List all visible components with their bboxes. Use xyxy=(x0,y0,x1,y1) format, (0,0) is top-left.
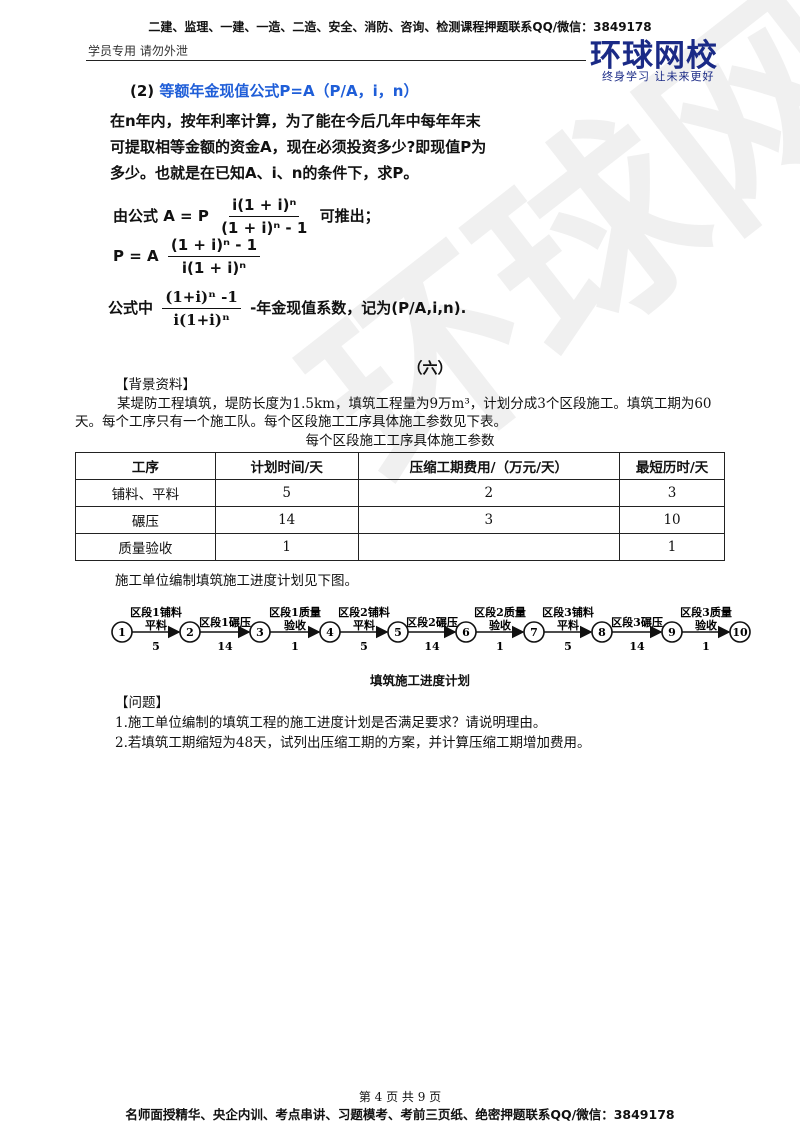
schedule-caption: 填筑施工进度计划 xyxy=(369,673,470,688)
activity-duration: 1 xyxy=(291,640,299,653)
network-node-label: 4 xyxy=(326,626,334,639)
activity-label: 区段2质量验收 xyxy=(474,605,526,632)
activity-label: 区段2铺料平料 xyxy=(338,605,390,632)
activity-label: 区段1质量验收 xyxy=(269,605,321,632)
network-node xyxy=(179,621,201,643)
activity-duration: 1 xyxy=(496,640,504,653)
plan-intro: 施工单位编制填筑施工进度计划见下图。 xyxy=(115,573,358,589)
network-node-label: 5 xyxy=(394,626,402,639)
brand-slogan: 终身学习 让未来更好 xyxy=(602,70,715,83)
subtitle-number: (2) xyxy=(130,82,155,100)
network-node xyxy=(249,621,271,643)
activity-duration: 5 xyxy=(152,640,160,653)
formula-3-numerator: (1+i)ⁿ -1 xyxy=(162,288,241,309)
formula-subtitle: (2) 等额年金现值公式P=A（P/A，i，n） xyxy=(130,80,418,101)
activity-label: 区段3碾压 xyxy=(611,615,663,629)
header-divider xyxy=(86,60,586,61)
activity-duration: 14 xyxy=(217,640,233,653)
table-row: 碾压 14 3 10 xyxy=(75,506,725,534)
question-2: 2.若填筑工期缩短为48天，试列出压缩工期的方案，并计算压缩工期增加费用。 xyxy=(115,735,591,751)
background-label: 【背景资料】 xyxy=(115,377,196,393)
formula-2-numerator: (1 + i)ⁿ - 1 xyxy=(167,236,261,257)
network-node xyxy=(319,621,341,643)
schedule-network-diagram: 区段1铺料平料5区段1碾压14区段1质量验收1区段2铺料平料5区段2碾压14区段… xyxy=(111,605,751,653)
formula-3-prefix: 公式中 xyxy=(108,299,154,317)
formula-2-prefix: P = A xyxy=(113,247,159,265)
formula-3-fraction: (1+i)ⁿ -1 i(1+i)ⁿ xyxy=(162,288,241,329)
network-node xyxy=(523,621,545,643)
table-row: 质量验收 1 1 xyxy=(75,533,725,561)
activity-duration: 5 xyxy=(564,640,572,653)
page-number: 第 4 页 共 9 页 xyxy=(358,1090,442,1104)
formula-1-suffix: 可推出； xyxy=(319,207,380,225)
params-table: 工序 计划时间/天 压缩工期费用/（万元/天） 最短历时/天 铺料、平料 5 2… xyxy=(75,452,725,561)
table-header-cell: 压缩工期费用/（万元/天） xyxy=(357,452,621,480)
header-left-note: 学员专用 请勿外泄 xyxy=(88,44,188,58)
table-header-cell: 工序 xyxy=(75,452,216,480)
activity-label: 区段1铺料平料 xyxy=(130,605,182,632)
table-cell: 5 xyxy=(214,479,359,507)
background-text: 某堤防工程填筑，堤防长度为1.5km，填筑工程量为9万m³，计划分成3个区段施工… xyxy=(75,396,712,430)
network-node-label: 1 xyxy=(118,626,126,639)
footer-note: 名师面授精华、央企内训、考点串讲、习题模考、考前三页纸、绝密押题联系QQ/微信：… xyxy=(125,1107,675,1122)
formula-2-denominator: i(1 + i)ⁿ xyxy=(181,259,247,277)
formula-1-denominator: (1 + i)ⁿ - 1 xyxy=(221,219,308,237)
table-header-cell: 计划时间/天 xyxy=(214,452,359,480)
subtitle-text: 等额年金现值公式P=A（P/A，i，n） xyxy=(159,82,419,100)
network-node xyxy=(729,621,751,643)
table-caption: 每个区段施工工序具体施工参数 xyxy=(305,433,495,449)
table-cell xyxy=(357,533,621,561)
table-cell: 3 xyxy=(357,506,621,534)
table-cell: 质量验收 xyxy=(75,533,216,561)
table-cell: 1 xyxy=(214,533,359,561)
formula-1-numerator: i(1 + i)ⁿ xyxy=(229,196,300,217)
activity-label: 区段2碾压 xyxy=(406,615,458,629)
formula-1: 由公式 A = P i(1 + i)ⁿ (1 + i)ⁿ - 1 可推出； xyxy=(113,196,380,237)
network-node-label: 7 xyxy=(530,626,538,639)
brand-logo: 环球网校 xyxy=(590,38,718,74)
activity-duration: 14 xyxy=(424,640,440,653)
table-header-row: 工序 计划时间/天 压缩工期费用/（万元/天） 最短历时/天 xyxy=(75,452,725,480)
table-cell: 2 xyxy=(357,479,621,507)
case-title: （六） xyxy=(407,359,453,377)
network-node xyxy=(455,621,477,643)
question-1: 1.施工单位编制的填筑工程的施工进度计划是否满足要求？请说明理由。 xyxy=(115,715,547,731)
network-node-label: 9 xyxy=(668,626,676,639)
network-node xyxy=(387,621,409,643)
formula-3-suffix: -年金现值系数，记为(P/A,i,n). xyxy=(250,299,467,317)
formula-2-fraction: (1 + i)ⁿ - 1 i(1 + i)ⁿ xyxy=(167,236,261,277)
network-node-label: 2 xyxy=(186,626,194,639)
network-node xyxy=(111,621,133,643)
formula-1-prefix: 由公式 A = P xyxy=(113,207,209,225)
network-node xyxy=(591,621,613,643)
formula-1-fraction: i(1 + i)ⁿ (1 + i)ⁿ - 1 xyxy=(218,196,310,237)
table-header-cell: 最短历时/天 xyxy=(619,452,725,480)
activity-label: 区段3质量验收 xyxy=(680,605,732,632)
formula-2: P = A (1 + i)ⁿ - 1 i(1 + i)ⁿ xyxy=(113,236,264,277)
network-node-label: 3 xyxy=(256,626,264,639)
table-row: 铺料、平料 5 2 3 xyxy=(75,479,725,507)
activity-duration: 5 xyxy=(360,640,368,653)
activity-label: 区段1碾压 xyxy=(199,615,251,629)
formula-paragraph: 在n年内，按年利率计算，为了能在今后几年中每年年末可提取相等金额的资金A，现在必… xyxy=(110,112,487,182)
question-label: 【问题】 xyxy=(115,695,169,711)
table-cell: 铺料、平料 xyxy=(75,479,216,507)
network-node-label: 6 xyxy=(462,626,470,639)
formula-3: 公式中 (1+i)ⁿ -1 i(1+i)ⁿ -年金现值系数，记为(P/A,i,n… xyxy=(108,288,466,329)
table-cell: 10 xyxy=(619,506,725,534)
activity-duration: 14 xyxy=(629,640,645,653)
table-cell: 碾压 xyxy=(75,506,216,534)
activity-duration: 1 xyxy=(702,640,710,653)
network-node xyxy=(661,621,683,643)
network-node-label: 10 xyxy=(732,626,748,639)
header-top-note: 二建、监理、一建、一造、二造、安全、消防、咨询、检测课程押题联系QQ/微信：38… xyxy=(148,20,652,34)
table-cell: 1 xyxy=(619,533,725,561)
table-cell: 3 xyxy=(619,479,725,507)
network-node-label: 8 xyxy=(598,626,606,639)
formula-3-denominator: i(1+i)ⁿ xyxy=(173,311,230,329)
table-cell: 14 xyxy=(214,506,359,534)
activity-label: 区段3铺料平料 xyxy=(542,605,594,632)
